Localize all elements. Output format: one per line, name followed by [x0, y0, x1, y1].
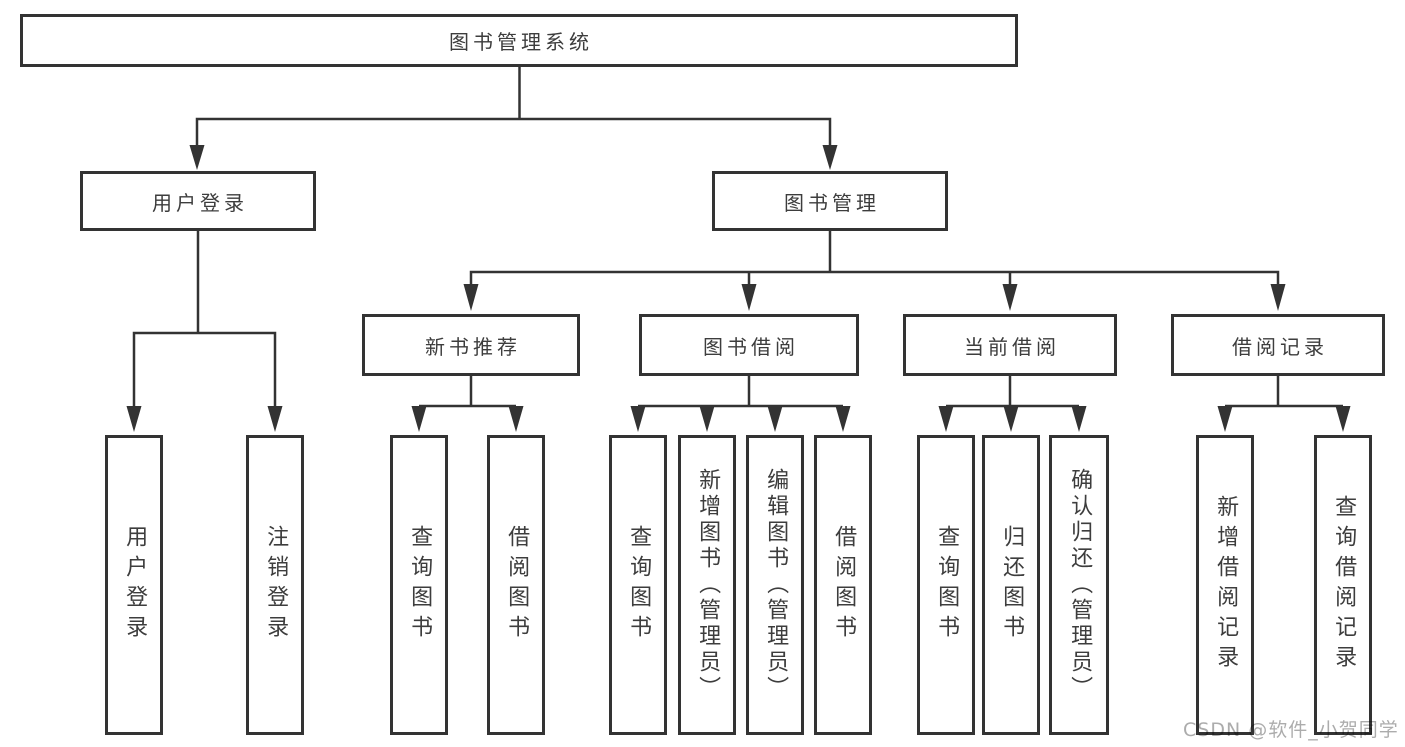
- leaf-query-books-current: 查询图书: [917, 435, 975, 735]
- leaf-query-books-current-label: 查询图书: [934, 525, 960, 645]
- leaf-query-books-recommend-label: 查询图书: [407, 525, 433, 645]
- node-new-book-recommend: 新书推荐: [362, 314, 580, 376]
- leaf-query-books-borrowing: 查询图书: [609, 435, 667, 735]
- leaf-query-borrow-record: 查询借阅记录: [1314, 435, 1372, 735]
- leaf-return-books-label: 归还图书: [999, 525, 1025, 645]
- leaf-edit-books-admin-label: 编辑图书（管理员）: [763, 468, 789, 702]
- leaf-return-books: 归还图书: [982, 435, 1040, 735]
- node-book-management-label: 图书管理: [784, 190, 880, 215]
- node-current-borrowing: 当前借阅: [903, 314, 1117, 376]
- node-book-borrowing: 图书借阅: [639, 314, 859, 376]
- leaf-add-books-admin-label: 新增图书（管理员）: [695, 468, 721, 702]
- leaf-query-books-borrowing-label: 查询图书: [626, 525, 652, 645]
- leaf-confirm-return-admin-label: 确认归还（管理员）: [1067, 468, 1093, 702]
- leaf-user-login: 用户登录: [105, 435, 163, 735]
- leaf-borrow-books-recommend-label: 借阅图书: [504, 525, 530, 645]
- node-current-borrowing-label: 当前借阅: [964, 334, 1060, 359]
- node-new-book-recommend-label: 新书推荐: [425, 334, 521, 359]
- node-root-label: 图书管理系统: [449, 30, 593, 54]
- leaf-add-borrow-record: 新增借阅记录: [1196, 435, 1254, 735]
- node-user-login: 用户登录: [80, 171, 316, 231]
- leaf-borrow-books-label: 借阅图书: [831, 525, 857, 645]
- leaf-borrow-books: 借阅图书: [814, 435, 872, 735]
- leaf-query-books-recommend: 查询图书: [390, 435, 448, 735]
- leaf-borrow-books-recommend: 借阅图书: [487, 435, 545, 735]
- leaf-add-books-admin: 新增图书（管理员）: [678, 435, 736, 735]
- leaf-confirm-return-admin: 确认归还（管理员）: [1049, 435, 1109, 735]
- node-borrowing-records-label: 借阅记录: [1232, 334, 1328, 359]
- leaf-user-login-label: 用户登录: [122, 525, 148, 645]
- node-book-borrowing-label: 图书借阅: [703, 334, 799, 359]
- node-borrowing-records: 借阅记录: [1171, 314, 1385, 376]
- leaf-logout: 注销登录: [246, 435, 304, 735]
- node-root: 图书管理系统: [20, 14, 1018, 67]
- node-book-management: 图书管理: [712, 171, 948, 231]
- node-user-login-label: 用户登录: [152, 190, 248, 215]
- leaf-add-borrow-record-label: 新增借阅记录: [1213, 495, 1239, 675]
- leaf-edit-books-admin: 编辑图书（管理员）: [746, 435, 804, 735]
- leaf-logout-label: 注销登录: [263, 525, 289, 645]
- watermark: CSDN @软件_小贺同学: [1183, 719, 1399, 741]
- leaf-query-borrow-record-label: 查询借阅记录: [1331, 495, 1357, 675]
